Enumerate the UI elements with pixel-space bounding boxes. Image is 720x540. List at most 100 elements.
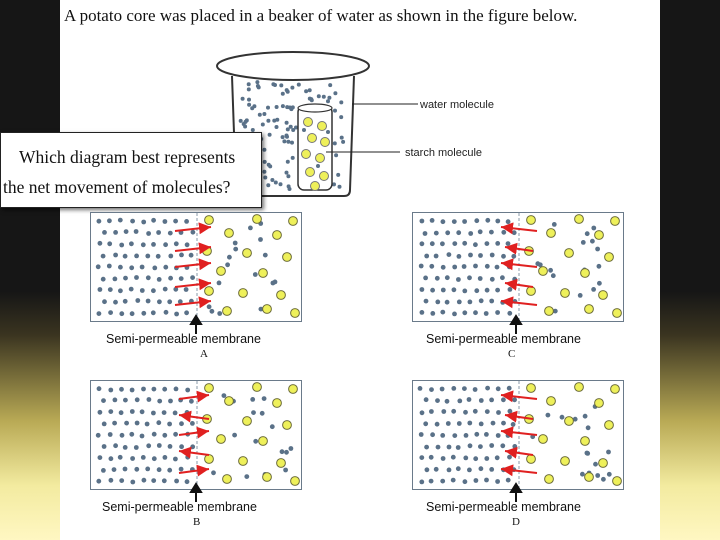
water-molecule xyxy=(473,242,478,248)
water-molecule xyxy=(435,398,440,403)
water-molecule xyxy=(262,112,267,116)
water-molecule xyxy=(151,431,157,437)
water-molecule xyxy=(173,386,179,392)
starch-molecule xyxy=(612,308,622,318)
water-molecule xyxy=(258,237,263,242)
water-molecule xyxy=(101,398,106,403)
water-molecule xyxy=(339,100,344,105)
water-molecule xyxy=(423,275,428,281)
water-molecule xyxy=(250,397,256,402)
starch-molecule xyxy=(310,181,320,191)
movement-arrow xyxy=(500,258,538,271)
water-molecule xyxy=(266,183,271,188)
water-molecule xyxy=(250,128,255,132)
water-molecule xyxy=(337,184,342,189)
starch-molecule xyxy=(538,434,548,444)
water-molecule xyxy=(435,444,441,450)
water-molecule xyxy=(247,102,252,107)
water-molecule xyxy=(184,479,190,485)
option-c-letter: C xyxy=(508,348,516,360)
water-molecule xyxy=(451,386,457,391)
water-molecule xyxy=(100,253,106,259)
water-molecule xyxy=(484,241,490,246)
water-molecule xyxy=(606,449,611,455)
water-molecule xyxy=(260,122,265,127)
prompt-line-2: the net movement of molecules? xyxy=(3,177,231,197)
water-molecule xyxy=(272,118,277,123)
water-molecule xyxy=(108,310,113,315)
water-molecule xyxy=(167,467,173,473)
water-molecule xyxy=(280,104,285,109)
water-molecule xyxy=(467,443,473,449)
water-molecule xyxy=(467,467,472,473)
water-molecule xyxy=(452,241,458,246)
water-molecule xyxy=(423,397,429,403)
water-molecule xyxy=(162,455,168,460)
water-molecule xyxy=(124,420,129,426)
water-molecule xyxy=(601,476,606,482)
water-molecule xyxy=(468,252,473,258)
water-molecule xyxy=(473,478,479,483)
starch-molecule xyxy=(315,153,325,163)
water-molecule xyxy=(284,120,289,125)
movement-arrow xyxy=(178,426,210,439)
starch-molecule xyxy=(216,434,226,444)
water-molecule xyxy=(495,433,501,438)
water-molecule xyxy=(433,230,439,236)
starch-molecule xyxy=(574,382,584,392)
water-molecule xyxy=(440,478,446,484)
water-molecule xyxy=(419,455,425,460)
starch-molecule xyxy=(610,216,620,226)
starch-molecule xyxy=(272,230,282,240)
water-molecule xyxy=(446,252,452,257)
water-molecule xyxy=(440,456,446,461)
water-molecule xyxy=(122,445,128,450)
water-molecule xyxy=(101,421,107,427)
water-molecule xyxy=(151,410,156,416)
water-molecule xyxy=(185,387,191,393)
water-molecule xyxy=(495,241,501,246)
water-molecule xyxy=(273,180,278,185)
starch-molecule xyxy=(584,304,594,314)
water-molecule xyxy=(163,264,169,270)
water-molecule xyxy=(145,275,151,281)
option-a-diagram[interactable] xyxy=(90,212,302,322)
water-molecule xyxy=(494,455,500,461)
water-molecule xyxy=(418,432,424,437)
water-molecule xyxy=(591,287,596,292)
water-molecule xyxy=(221,393,227,398)
water-molecule xyxy=(484,477,489,483)
water-molecule xyxy=(434,421,440,427)
water-molecule xyxy=(133,445,139,450)
water-molecule xyxy=(467,275,472,281)
water-molecule xyxy=(489,443,495,448)
water-molecule xyxy=(97,240,103,246)
water-molecule xyxy=(141,386,146,392)
water-molecule xyxy=(328,83,333,88)
option-b-diagram[interactable] xyxy=(90,380,302,490)
movement-arrow xyxy=(174,242,212,255)
water-molecule xyxy=(151,242,156,247)
starch-molecule xyxy=(242,416,252,426)
water-molecule xyxy=(419,241,425,247)
starch-molecule xyxy=(276,290,286,300)
water-molecule xyxy=(289,107,294,112)
water-molecule xyxy=(462,240,468,246)
water-molecule xyxy=(429,263,435,269)
water-molecule xyxy=(246,87,251,92)
starch-molecule xyxy=(574,214,584,224)
starch-molecule xyxy=(544,306,554,316)
option-c-diagram[interactable] xyxy=(412,212,624,322)
movement-arrow xyxy=(500,464,538,477)
water-molecule xyxy=(339,135,344,140)
water-molecule xyxy=(113,230,118,235)
water-molecule xyxy=(332,182,336,187)
starch-molecule xyxy=(580,268,590,278)
water-molecule xyxy=(151,386,157,392)
prompt-line-1: Which diagram best represents xyxy=(19,147,236,167)
water-molecule xyxy=(262,147,267,152)
water-molecule xyxy=(255,84,260,88)
option-d-diagram[interactable] xyxy=(412,380,624,490)
water-molecule xyxy=(584,450,590,456)
water-molecule xyxy=(485,217,491,223)
